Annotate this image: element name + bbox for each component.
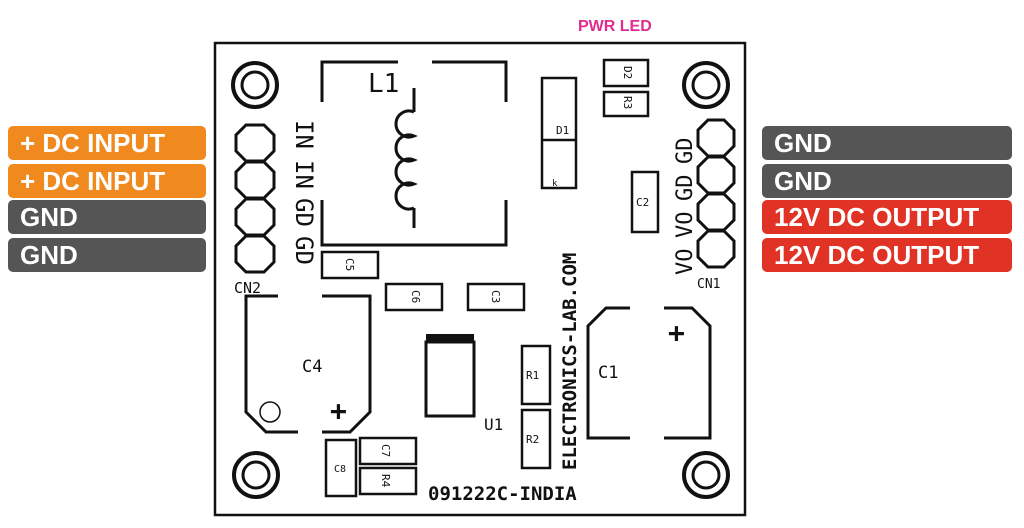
pin-label-12v-output-1: 12V DC OUTPUT [762,200,1012,234]
inductor-l1 [320,60,508,247]
d1-mark: k [552,179,558,189]
pwr-led-label: PWR LED [578,18,652,35]
capacitor-c5 [320,250,380,280]
c4-label: C4 [302,357,322,377]
svg-text:IN: IN [290,120,318,149]
c2-label: C2 [636,196,649,209]
c6-label: C6 [409,290,422,303]
svg-text:GD: GD [673,138,698,165]
pin-label-gnd-right-2: GND [762,164,1012,198]
svg-text:IN: IN [290,160,318,189]
cn2-connector [234,123,276,274]
r4-label: R4 [379,474,392,488]
c8-label: C8 [334,464,346,475]
resistor-r4 [358,466,418,496]
capacitor-c6 [384,282,444,312]
pin-label-dc-input-2: + DC INPUT [8,164,206,198]
mounting-hole-top-right [682,61,730,109]
pin-label-12v-output-2: 12V DC OUTPUT [762,238,1012,272]
resistor-r3 [602,90,650,118]
board-code: 091222C-INDIA [428,483,577,505]
r1-label: R1 [526,369,539,382]
capacitor-c8 [324,438,358,498]
c3-label: C3 [489,290,502,303]
inductor-label: L1 [368,69,399,99]
d1-label: D1 [556,124,569,137]
diode-d1 [540,76,578,190]
c7-label: C7 [379,444,392,457]
cn1-pin-labels: VO VO GD GD [673,138,698,276]
pin-label-gnd-right-1: GND [762,126,1012,160]
r3-label: R3 [621,96,634,109]
pin-label-dc-input-1: + DC INPUT [8,126,206,160]
capacitor-c1 [586,306,712,440]
svg-text:GD: GD [673,175,698,202]
capacitor-c7 [358,436,418,466]
board-outline [213,41,747,517]
svg-text:GD: GD [290,236,318,265]
mounting-hole-bottom-left [232,451,280,499]
svg-text:VO: VO [673,249,698,276]
capacitor-c3 [466,282,526,312]
c5-label: C5 [343,258,356,271]
regulator-u1 [424,334,476,418]
r2-label: R2 [526,433,539,446]
mounting-holes [231,61,730,499]
cn2-label: CN2 [234,279,261,297]
resistor-r1 [520,344,552,406]
c4-plus: + [330,394,347,427]
mounting-hole-top-left [231,61,279,109]
pin-label-gnd-left-1: GND [8,200,206,234]
pin-label-gnd-left-2: GND [8,238,206,272]
c1-plus: + [668,316,685,349]
svg-text:VO: VO [673,212,698,239]
cn2-pin-labels: IN IN GD GD [290,120,318,265]
cn1-label: CN1 [697,277,720,292]
capacitor-c2 [630,170,660,234]
cn1-connector [696,118,736,269]
d2-label: D2 [621,66,634,79]
mounting-hole-bottom-right [682,451,730,499]
c1-label: C1 [598,363,618,383]
website-text: ELECTRONICS-LAB.COM [559,253,581,470]
svg-text:GD: GD [290,198,318,227]
resistor-r2 [520,408,552,470]
capacitor-c4 [244,294,372,434]
u1-label: U1 [484,415,503,434]
led-d2 [602,58,650,88]
